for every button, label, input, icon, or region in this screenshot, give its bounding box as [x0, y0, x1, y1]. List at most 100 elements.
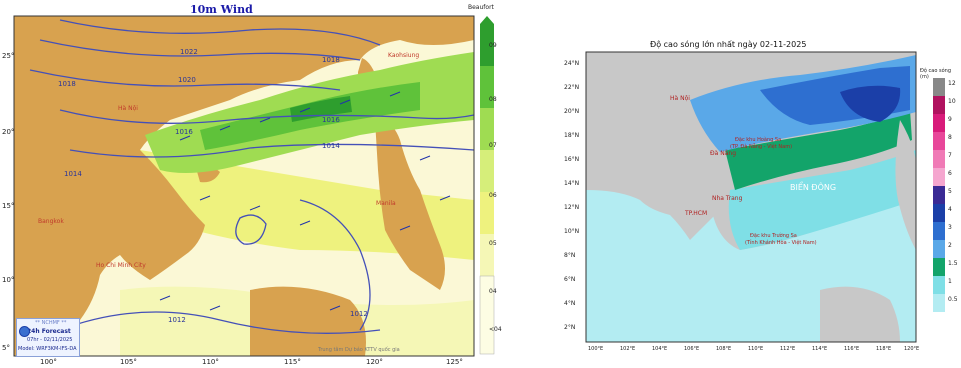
place-label: Đà Nẵng	[710, 150, 737, 157]
lon-tick-label: 104°E	[652, 346, 668, 352]
lat-tick-label: 4°N	[564, 300, 576, 307]
isobar-label: 1020	[178, 76, 196, 84]
isobar-label: 1018	[322, 56, 340, 64]
wave-swatch	[933, 294, 945, 312]
lon-tick-label: 100°E	[588, 346, 604, 352]
wave-colorbar-title: Độ cao sóng (m)	[920, 68, 951, 80]
badge-time: 07hr - 02/11/2025	[27, 337, 73, 343]
colorbar-label: 04	[489, 288, 497, 295]
wind-map-frame	[13, 15, 475, 357]
wave-swatch	[933, 96, 945, 114]
wind-map-borneo	[250, 286, 366, 356]
wave-colorbar-label: 2	[948, 242, 952, 249]
colorbar-label: 06	[489, 192, 497, 199]
wave-swatch	[933, 150, 945, 168]
lat-tick-label: 24°N	[564, 60, 580, 67]
wave-colorbar-label: 1	[948, 278, 952, 285]
lon-tick-label: 110°	[202, 358, 219, 366]
badge-forecast: 24h Forecast	[27, 328, 71, 335]
wind-map-land	[14, 16, 474, 356]
wave-colorbar-label: 10	[948, 98, 956, 105]
lat-tick-label: 15°	[2, 202, 15, 210]
wave-map-indochina	[586, 52, 716, 240]
truong-sa-label: Đặc khu Trường Sa	[750, 233, 797, 239]
wave-zone-mid	[728, 150, 916, 250]
lon-tick-label: 118°E	[876, 346, 892, 352]
lat-tick-label: 25°	[2, 52, 15, 60]
lat-tick-label: 20°N	[564, 108, 580, 115]
wave-colorbar-label: 0.5	[948, 296, 958, 303]
wave-swatch	[933, 168, 945, 186]
lat-tick-label: 2°N	[564, 324, 576, 331]
map-footer-credit: Trung tâm Dự báo KTTV quốc gia	[318, 347, 400, 353]
wind-map-philippines	[375, 119, 445, 290]
lon-tick-label: 110°E	[748, 346, 764, 352]
isobar-label: 1016	[175, 128, 193, 136]
wave-zone-green	[725, 110, 912, 190]
wind-map-svg	[13, 15, 475, 357]
lat-tick-label: 5°	[2, 344, 10, 352]
place-label: TP.HCM	[685, 210, 708, 217]
wave-map-title: Độ cao sóng lớn nhất ngày 02-11-2025	[650, 40, 807, 49]
lat-tick-label: 20°	[2, 128, 15, 136]
lon-tick-label: 108°E	[716, 346, 732, 352]
wind-map-title: 10m Wind	[190, 3, 253, 16]
lon-tick-label: 125°	[446, 358, 463, 366]
colorbar-swatch-bf05	[480, 192, 494, 234]
colorbar-swatch-bf06	[480, 150, 494, 192]
lon-tick-label: 100°	[40, 358, 57, 366]
lat-tick-label: 10°N	[564, 228, 580, 235]
lat-tick-label: 12°N	[564, 204, 580, 211]
place-label: Nha Trang	[712, 195, 743, 202]
beaufort-colorbar-title: Beaufort	[468, 4, 494, 11]
lon-tick-label: 106°E	[684, 346, 700, 352]
lat-tick-label: 8°N	[564, 252, 576, 259]
wave-swatch	[933, 114, 945, 132]
wave-zone-blue-dark	[840, 85, 901, 122]
place-label: Kaohsiung	[388, 52, 420, 59]
lat-tick-label: 10°	[2, 276, 15, 284]
isobar-label: 1012	[168, 316, 186, 324]
wave-colorbar-label: 3	[948, 224, 952, 231]
hoang-sa-label: Đặc khu Hoàng Sa	[735, 137, 782, 143]
lon-tick-label: 116°E	[844, 346, 860, 352]
lon-tick-label: 114°E	[812, 346, 828, 352]
hoang-sa-sublabel: (TP. Đà Nẵng - Việt Nam)	[730, 144, 793, 150]
forecast-badge: ** NCHMF ** 24h Forecast 07hr - 02/11/20…	[16, 318, 80, 357]
colorbar-label: 08	[489, 96, 497, 103]
wave-swatch	[933, 240, 945, 258]
place-label: Bangkok	[38, 218, 64, 225]
isobar-label: 1018	[58, 80, 76, 88]
globe-logo-icon	[19, 326, 30, 337]
colorbar-swatch-bf09	[480, 24, 494, 66]
lon-tick-label: 105°	[120, 358, 137, 366]
lon-tick-label: 115°	[284, 358, 301, 366]
colorbar-swatch-bf07	[480, 108, 494, 150]
lat-tick-label: 18°N	[564, 132, 580, 139]
wave-colorbar-label: 12	[948, 80, 956, 87]
wave-colorbar-label: 5	[948, 188, 952, 195]
wave-map-frame	[585, 51, 917, 343]
isobar-label: 1022	[180, 48, 198, 56]
wave-swatch	[933, 186, 945, 204]
isobar-label: 1014	[322, 142, 340, 150]
colorbar-label: 09	[489, 42, 497, 49]
colorbar-swatch-bf04	[480, 234, 494, 276]
wind-forecast-map-panel: 10m Wind	[2, 3, 502, 366]
colorbar-swatch-bf08	[480, 66, 494, 108]
beaufort-colorbar	[479, 16, 495, 355]
lat-tick-label: 14°N	[564, 180, 580, 187]
wave-swatch	[933, 204, 945, 222]
bien-dong-label: BIỂN ĐÔNG	[790, 183, 837, 192]
place-label: Hà Nội	[670, 95, 690, 102]
place-label: Manila	[376, 200, 396, 207]
wave-map-philippines	[895, 120, 916, 250]
lon-tick-label: 112°E	[780, 346, 796, 352]
wave-colorbar-label: 9	[948, 116, 952, 123]
isobar-label: 1014	[64, 170, 82, 178]
lon-tick-label: 120°	[366, 358, 383, 366]
badge-model: Model: WRF3KM-IFS-DA	[18, 346, 77, 352]
colorbar-label: 05	[489, 240, 497, 247]
colorbar-label: 07	[489, 142, 497, 149]
wave-swatch	[933, 258, 945, 276]
